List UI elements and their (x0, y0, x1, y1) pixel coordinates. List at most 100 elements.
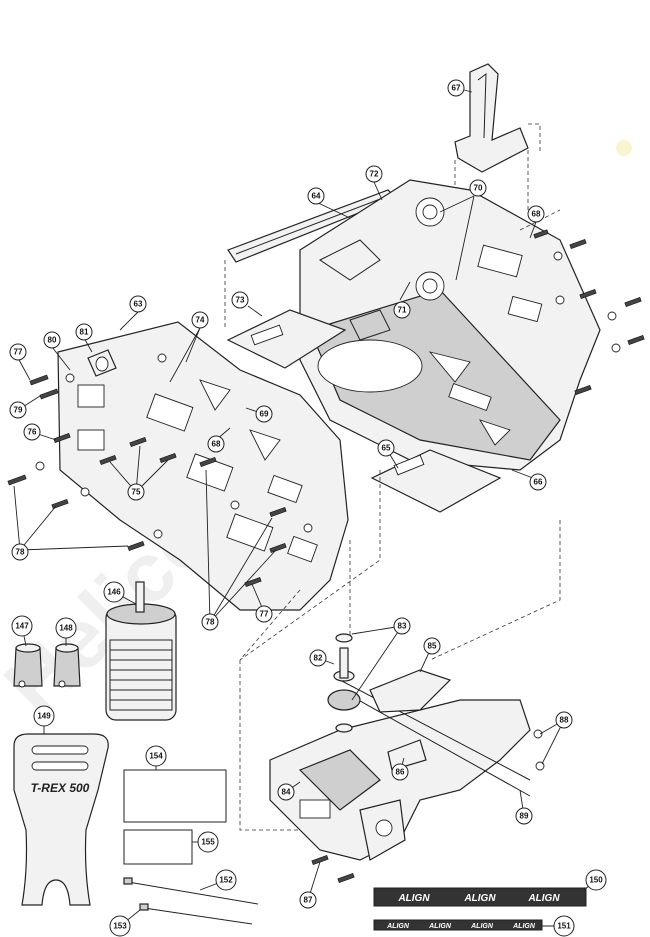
callout-84: 84 (277, 783, 295, 801)
callout-circle (191, 311, 209, 329)
callout-75: 75 (127, 483, 145, 501)
callout-86: 86 (391, 763, 409, 781)
callout-circle (307, 187, 325, 205)
callout-circle (423, 637, 441, 655)
callout-label: 155 (201, 838, 215, 847)
callout-label: 77 (14, 348, 23, 357)
motor-146 (105, 581, 177, 721)
callout-151: 151 (553, 915, 575, 937)
callout-66: 66 (529, 473, 547, 491)
callout-77: 77 (255, 605, 273, 623)
bearing-block-81 (87, 349, 117, 377)
callout-label: 148 (59, 624, 73, 633)
callout-63: 63 (129, 295, 147, 313)
screws-87 (311, 854, 355, 884)
callout-147: 147 (11, 615, 33, 637)
callout-label: 153 (113, 922, 127, 931)
callout-68: 68 (527, 205, 545, 223)
callout-circle (43, 331, 61, 349)
callout-82: 82 (309, 649, 327, 667)
callout-circle (255, 405, 273, 423)
cable-tie-152 (123, 877, 259, 905)
callout-label: 84 (282, 788, 291, 797)
callout-label: 75 (132, 488, 141, 497)
callout-label: 77 (260, 610, 269, 619)
callout-circle (103, 581, 125, 603)
callout-72: 72 (365, 165, 383, 183)
callout-78: 78 (11, 543, 29, 561)
callout-label: 85 (428, 642, 437, 651)
callout-154: 154 (145, 745, 167, 767)
callout-88: 88 (555, 711, 573, 729)
callout-circle (207, 435, 225, 453)
callout-circle (527, 205, 545, 223)
callout-circle (393, 301, 411, 319)
callout-label: 69 (260, 410, 269, 419)
callout-circle (197, 831, 219, 853)
callout-circle (33, 705, 55, 727)
decal-151-logo-1: ALIGN (386, 923, 410, 930)
callout-65: 65 (377, 439, 395, 457)
callout-155: 155 (197, 831, 219, 853)
callout-label: 87 (304, 896, 313, 905)
decal-151: ALIGN ALIGN ALIGN ALIGN (373, 919, 543, 931)
callout-circle (469, 179, 487, 197)
callout-circle (553, 915, 575, 937)
callout-76: 76 (23, 423, 41, 441)
callout-label: 78 (16, 548, 25, 557)
decal-151-logo-3: ALIGN (470, 923, 494, 930)
callout-83: 83 (393, 617, 411, 635)
callout-85: 85 (423, 637, 441, 655)
screws (7, 229, 645, 588)
callout-77: 77 (9, 343, 27, 361)
callout-73: 73 (231, 291, 249, 309)
callout-label: 149 (37, 712, 51, 721)
canopy-mount-67 (454, 63, 541, 210)
callout-70: 70 (469, 179, 487, 197)
tool-149: T-REX 500 (13, 733, 109, 906)
callout-circle (391, 763, 409, 781)
callout-label: 88 (560, 716, 569, 725)
callout-circle (215, 869, 237, 891)
callout-68: 68 (207, 435, 225, 453)
tail-drive-assembly (269, 633, 545, 861)
callout-67: 67 (447, 79, 465, 97)
tool-label: T-REX 500 (31, 781, 90, 795)
callout-label: 63 (134, 300, 143, 309)
callout-circle (365, 165, 383, 183)
callout-label: 68 (532, 210, 541, 219)
decal-150: ALIGN ALIGN ALIGN (373, 887, 587, 907)
callout-label: 73 (236, 296, 245, 305)
cable-tie-153 (139, 903, 253, 925)
callout-label: 68 (212, 440, 221, 449)
callout-circle (75, 323, 93, 341)
callout-circle (299, 891, 317, 909)
callout-label: 66 (534, 478, 543, 487)
callout-label: 154 (149, 752, 163, 761)
callout-circle (515, 807, 533, 825)
callout-circle (145, 745, 167, 767)
callout-label: 86 (396, 768, 405, 777)
callout-label: 146 (107, 588, 121, 597)
box-155 (123, 829, 193, 865)
battery-tray-73 (226, 309, 347, 369)
tray-65 (370, 449, 502, 513)
callout-152: 152 (215, 869, 237, 891)
callout-label: 76 (28, 428, 37, 437)
callout-circle (201, 613, 219, 631)
box-154 (123, 769, 227, 823)
callout-87: 87 (299, 891, 317, 909)
watermark-dot (616, 140, 632, 156)
callout-78: 78 (201, 613, 219, 631)
callout-circle (585, 869, 607, 891)
callout-label: 71 (398, 306, 407, 315)
decal-150-logo-1: ALIGN (397, 893, 430, 904)
callout-label: 80 (48, 336, 57, 345)
callout-circle (529, 473, 547, 491)
callout-label: 74 (196, 316, 205, 325)
callout-circle (377, 439, 395, 457)
decal-151-logo-4: ALIGN (512, 923, 536, 930)
main-frame-right (299, 179, 601, 471)
